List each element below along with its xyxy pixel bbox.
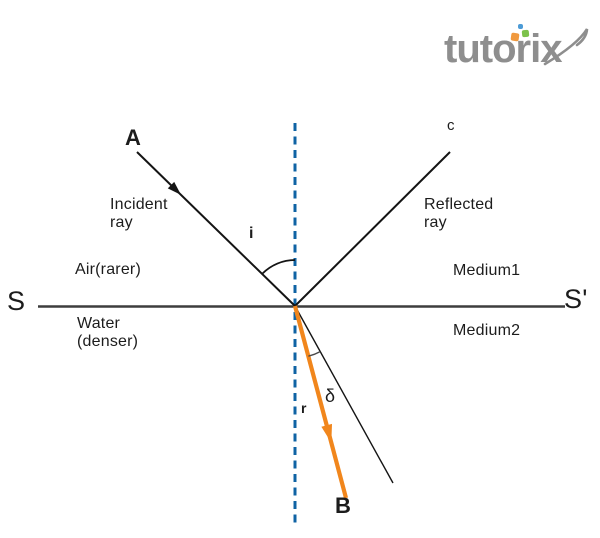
label-point-b: B <box>335 493 351 518</box>
reflected-ray-line <box>294 151 451 307</box>
refracted-ray-line <box>292 305 349 499</box>
label-point-a: A <box>125 125 141 150</box>
label-angle-delta: δ <box>325 386 336 406</box>
label-point-c: c <box>447 117 455 134</box>
label-reflected-ray: Reflected ray <box>424 196 494 231</box>
label-angle-r: r <box>301 400 307 416</box>
label-point-s-prime: S' <box>564 284 588 314</box>
logo-green-square-icon <box>521 29 530 38</box>
label-point-s: S <box>7 286 26 316</box>
angle-delta-arc <box>308 350 321 357</box>
label-medium-water: Water (denser) <box>77 315 139 350</box>
logo-text: tutorix <box>444 27 562 71</box>
refracted-ray-arrowhead-icon <box>321 423 333 443</box>
angle-i-arc <box>261 259 296 275</box>
label-medium1: Medium1 <box>453 262 521 279</box>
label-medium2: Medium2 <box>453 322 521 339</box>
undeviated-ray-line <box>294 305 394 484</box>
tutorix-logo: tutorix <box>444 24 594 75</box>
logo-swoosh-icon <box>543 28 589 66</box>
label-angle-i: i <box>249 225 254 242</box>
incident-ray-arrowhead-icon <box>167 181 182 195</box>
label-incident-ray: Incident ray <box>110 196 168 231</box>
logo-orange-square-icon <box>510 32 520 42</box>
incident-ray-line <box>136 151 296 307</box>
logo-blue-square-icon <box>518 24 523 29</box>
label-medium-air: Air(rarer) <box>75 261 141 278</box>
